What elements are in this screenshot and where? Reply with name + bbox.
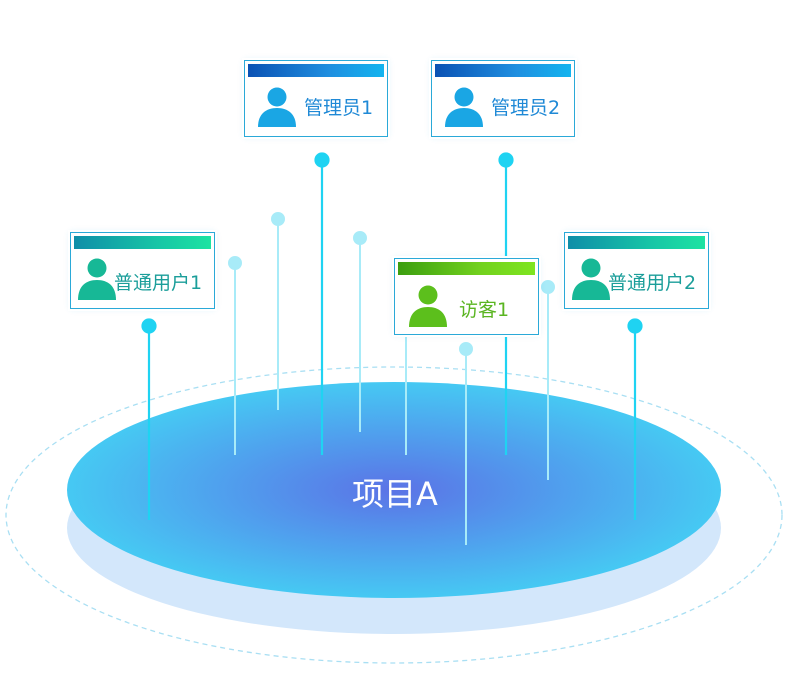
pin-admin-2 (498, 152, 514, 168)
card-header-bar (568, 236, 705, 249)
background-pins (228, 212, 555, 545)
role-label: 访客1 (459, 299, 510, 321)
person-icon (572, 258, 610, 300)
pin-user-1 (141, 318, 157, 334)
person-icon (445, 87, 483, 127)
card-header-bar (435, 64, 571, 77)
person-icon (258, 87, 296, 127)
role-card-user-2[interactable]: 普通用户2 (564, 232, 709, 309)
disk-top (67, 382, 721, 598)
role-label: 普通用户2 (608, 272, 697, 294)
pin-admin-1 (314, 152, 330, 168)
card-header-bar (248, 64, 384, 77)
role-card-user-1[interactable]: 普通用户1 (70, 232, 215, 309)
role-label: 普通用户1 (114, 272, 203, 294)
pin-user-2 (627, 318, 643, 334)
person-icon (78, 258, 116, 300)
role-card-guest-1[interactable]: 访客1 (394, 258, 539, 335)
role-label: 管理员1 (304, 97, 374, 119)
card-header-bar (398, 262, 535, 275)
person-icon (409, 285, 447, 327)
role-pins (141, 152, 643, 520)
outer-dashed-ring (5, 366, 783, 664)
role-card-admin-1[interactable]: 管理员1 (244, 60, 388, 137)
role-label: 管理员2 (491, 97, 561, 119)
role-card-admin-2[interactable]: 管理员2 (431, 60, 575, 137)
card-header-bar (74, 236, 211, 249)
project-label: 项目A (352, 475, 438, 513)
